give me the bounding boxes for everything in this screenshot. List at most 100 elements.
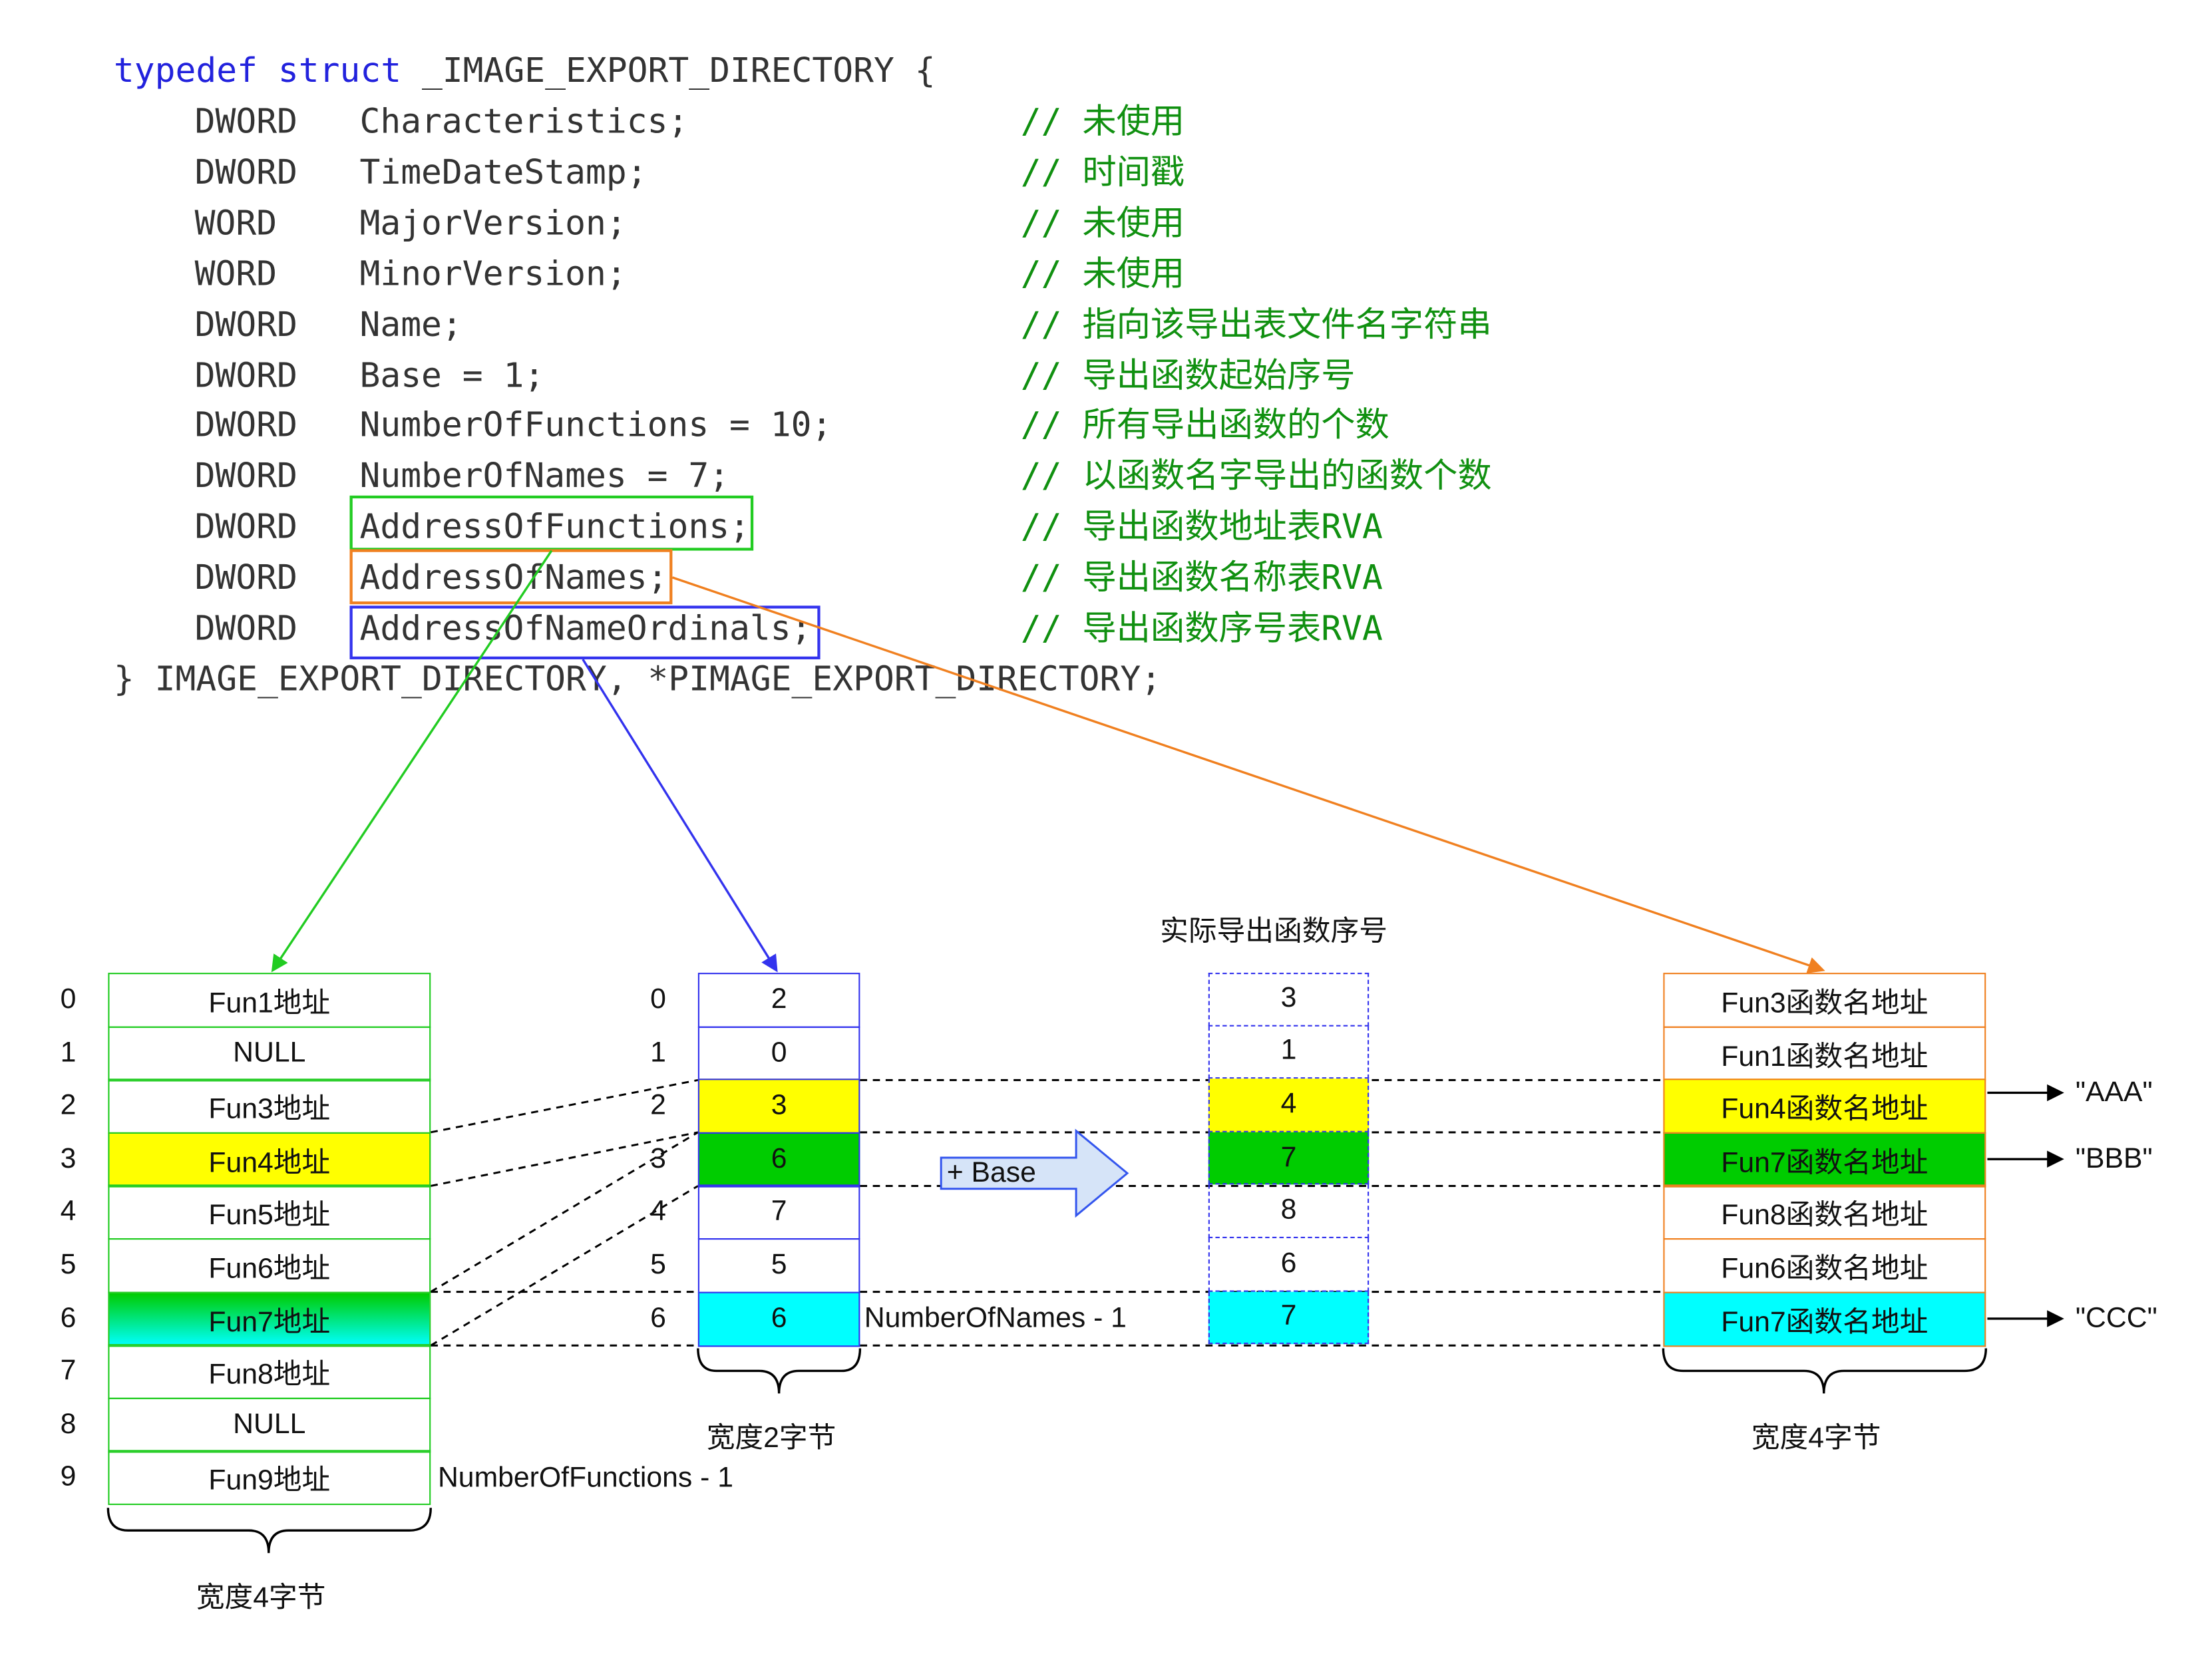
row-index: 5 (650, 1249, 666, 1281)
actual-ordinal-cell: 7 (1208, 1291, 1370, 1345)
names-table-width-label: 宽度4字节 (1751, 1422, 1881, 1454)
field-type: DWORD (194, 304, 297, 344)
ordinal-cell: 5 (697, 1238, 860, 1293)
functions-table-brace (106, 1508, 432, 1554)
function-name-address-cell: Fun8函数名地址 (1663, 1185, 1986, 1241)
field-name: NumberOfNames = 7; (359, 456, 730, 496)
orange-pointer-arrow (671, 576, 1825, 973)
row-index: 4 (60, 1196, 77, 1228)
field-type: DWORD (194, 507, 297, 547)
field-comment: // 导出函数名称表RVA (1020, 558, 1383, 597)
field-comment: // 导出函数地址表RVA (1020, 507, 1383, 547)
row-index: 2 (650, 1090, 666, 1122)
field-type: DWORD (194, 558, 297, 597)
actual-ordinal-cell: 6 (1208, 1238, 1370, 1291)
function-address-cell: NULL (108, 1025, 431, 1081)
struct-close-line: } IMAGE_EXPORT_DIRECTORY, *PIMAGE_EXPORT… (113, 659, 1162, 699)
field-name: TimeDateStamp; (359, 152, 647, 192)
field-comment: // 未使用 (1020, 101, 1185, 142)
field-name: AddressOfNameOrdinals; (359, 608, 812, 648)
row-index: 1 (650, 1037, 666, 1069)
row-index: 6 (650, 1302, 666, 1334)
field-name: MinorVersion; (359, 253, 627, 293)
function-address-cell: Fun1地址 (108, 973, 431, 1029)
field-name: Base = 1; (359, 355, 545, 395)
field-name: Characteristics; (359, 101, 689, 142)
function-name-address-cell: Fun6函数名地址 (1663, 1238, 1986, 1293)
function-address-cell: Fun3地址 (108, 1079, 431, 1134)
row-index: 5 (60, 1249, 77, 1281)
field-type: DWORD (194, 101, 297, 142)
actual-ordinal-cell: 8 (1208, 1185, 1370, 1238)
field-type: DWORD (194, 405, 297, 446)
field-comment: // 时间戳 (1020, 152, 1185, 192)
struct-keyword: struct (277, 51, 402, 90)
functions-table-width-label: 宽度4字节 (196, 1582, 326, 1614)
functions-table-last-label: NumberOfFunctions - 1 (437, 1462, 733, 1494)
row-index: 8 (60, 1409, 77, 1440)
actual-ordinals-title: 实际导出函数序号 (1160, 916, 1387, 947)
function-name-address-cell: Fun3函数名地址 (1663, 973, 1986, 1029)
struct-name: _IMAGE_EXPORT_DIRECTORY { (401, 51, 936, 90)
field-type: WORD (194, 253, 277, 293)
function-name-address-cell: Fun4函数名地址 (1663, 1079, 1986, 1134)
field-name: MajorVersion; (359, 203, 627, 243)
row-index: 4 (650, 1196, 666, 1228)
field-comment: // 所有导出函数的个数 (1020, 405, 1389, 446)
field-type: DWORD (194, 152, 297, 192)
ordinal-cell: 6 (697, 1132, 860, 1188)
function-address-cell: Fun5地址 (108, 1185, 431, 1241)
function-address-cell: Fun6地址 (108, 1238, 431, 1293)
actual-ordinal-cell: 4 (1208, 1079, 1370, 1132)
ordinal-cell: 7 (697, 1185, 860, 1241)
field-type: DWORD (194, 456, 297, 496)
field-name: NumberOfFunctions = 10; (359, 405, 832, 446)
struct-open-line: typedef struct _IMAGE_EXPORT_DIRECTORY { (114, 45, 936, 96)
row-index: 2 (60, 1090, 77, 1122)
name-string-bbb: "BBB" (2075, 1143, 2153, 1175)
row-index: 7 (60, 1355, 77, 1387)
actual-ordinal-cell: 7 (1208, 1132, 1370, 1186)
actual-ordinal-cell: 3 (1208, 973, 1370, 1026)
base-arrow-label: + Base (946, 1158, 1036, 1189)
row-index: 0 (60, 984, 77, 1015)
function-name-address-cell: Fun7函数名地址 (1663, 1291, 1986, 1347)
field-name: AddressOfNames; (359, 558, 668, 597)
typedef-keyword: typedef (113, 51, 258, 90)
ordinal-cell: 0 (697, 1025, 860, 1081)
function-address-cell: Fun8地址 (108, 1344, 431, 1400)
function-name-address-cell: Fun7函数名地址 (1663, 1132, 1986, 1188)
name-string-ccc: "CCC" (2075, 1303, 2157, 1335)
address-of-names-highlight (349, 549, 673, 605)
row-index: 9 (60, 1462, 77, 1493)
row-index: 3 (60, 1143, 77, 1175)
function-address-cell: NULL (108, 1397, 431, 1453)
function-address-cell: Fun9地址 (108, 1450, 431, 1506)
row-index: 1 (60, 1037, 77, 1069)
ordinals-table-last-label: NumberOfNames - 1 (864, 1303, 1127, 1335)
name-string-aaa: "AAA" (2075, 1077, 2153, 1108)
field-comment: // 导出函数序号表RVA (1020, 608, 1383, 648)
base-block-arrow (940, 1128, 1129, 1218)
field-comment: // 导出函数起始序号 (1020, 355, 1356, 395)
ordinal-cell: 2 (697, 973, 860, 1029)
ordinal-cell: 3 (697, 1079, 860, 1134)
actual-ordinal-cell: 1 (1208, 1025, 1370, 1079)
field-comment: // 未使用 (1020, 253, 1185, 293)
blue-pointer-arrow (582, 659, 778, 973)
ordinals-table-brace (697, 1348, 862, 1394)
field-type: WORD (194, 203, 277, 243)
function-address-cell: Fun4地址 (108, 1132, 431, 1188)
field-comment: // 以函数名字导出的函数个数 (1020, 456, 1492, 496)
ordinals-table-width-label: 宽度2字节 (706, 1422, 836, 1454)
field-type: DWORD (194, 355, 297, 395)
function-name-address-cell: Fun1函数名地址 (1663, 1025, 1986, 1081)
green-pointer-arrow (271, 550, 553, 973)
field-name: AddressOfFunctions; (359, 507, 750, 547)
field-comment: // 指向该导出表文件名字符串 (1020, 304, 1492, 344)
ordinal-cell: 6 (697, 1291, 860, 1347)
field-name: Name; (359, 304, 462, 344)
field-comment: // 未使用 (1020, 203, 1185, 243)
